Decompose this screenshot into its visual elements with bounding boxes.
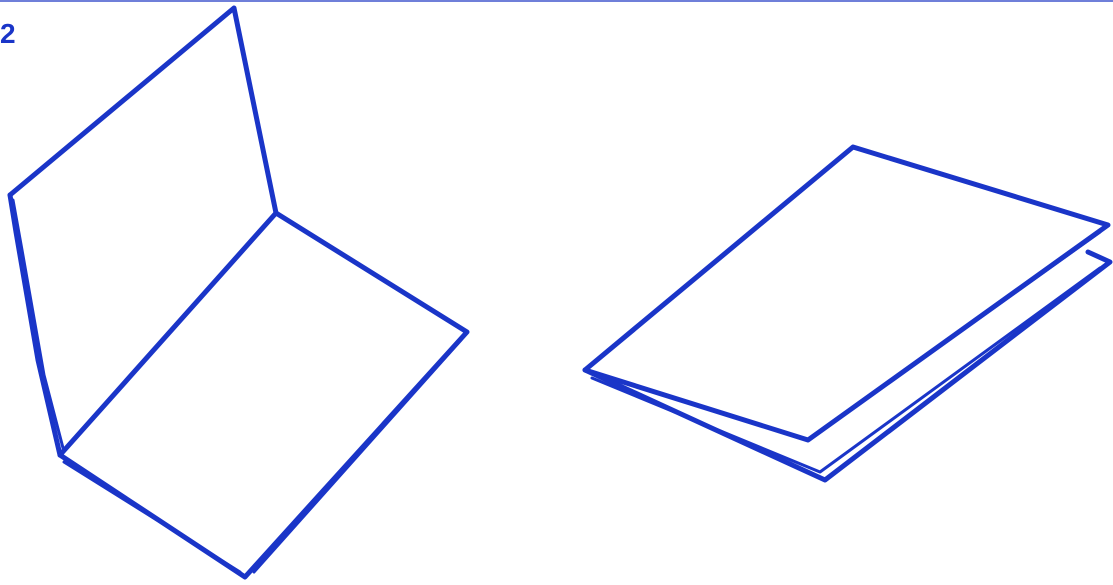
open-folder-bottom-panel (60, 213, 467, 577)
open-folder-left-edge-double (13, 200, 63, 448)
open-folder-sketch (10, 8, 467, 577)
closed-folder-top-sheet-double (815, 232, 1100, 435)
closed-folder-top-sheet (585, 147, 1108, 440)
open-folder-back-panel (10, 8, 276, 213)
closed-folder-sketch (585, 147, 1110, 480)
open-folder-bottom-edge-double (254, 340, 461, 572)
open-folder-fold-line (60, 213, 276, 455)
open-folder-bottom-left-double (64, 462, 240, 572)
closed-folder-lower-sheet (585, 252, 1110, 480)
